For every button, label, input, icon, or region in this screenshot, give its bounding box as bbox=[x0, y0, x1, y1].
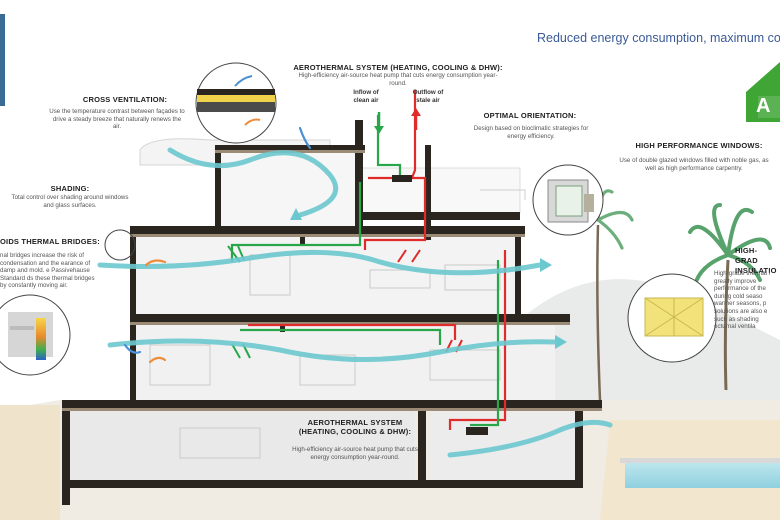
aerothermal-top-body: High-efficiency air-source heat pump tha… bbox=[298, 72, 498, 87]
airflow-streams bbox=[97, 147, 613, 458]
palm-tree-right bbox=[688, 203, 772, 391]
pool-edge bbox=[620, 458, 780, 463]
basement-interior bbox=[70, 408, 415, 480]
high-perf-windows-body: Use of double glazed windows filled with… bbox=[619, 157, 769, 172]
thermal-arrows bbox=[123, 126, 312, 364]
aerothermal-bottom-title: AEROTHERMAL SYSTEM (HEATING, COOLING & D… bbox=[298, 418, 412, 436]
high-grade-insulation-title: HIGH-GRAD INSULATIO bbox=[735, 246, 777, 275]
high-perf-windows-title: HIGH PERFORMANCE WINDOWS: bbox=[635, 141, 763, 150]
aerothermal-bottom-body: High-efficiency air-source heat pump tha… bbox=[292, 446, 418, 461]
tagline: Reduced energy consumption, maximum co bbox=[537, 31, 780, 45]
heat-pump-unit-top bbox=[392, 175, 412, 182]
insulation-detail-circle bbox=[627, 273, 717, 363]
wall-detail-circle bbox=[195, 62, 277, 144]
energy-badge-letter: A bbox=[756, 95, 771, 117]
shading-body: Total control over shading around window… bbox=[11, 194, 129, 209]
shading-detail-circle bbox=[104, 229, 136, 261]
energy-rating-badge bbox=[746, 62, 780, 122]
thermal-bridge-circle bbox=[0, 294, 71, 376]
upper-floor-interior bbox=[220, 148, 360, 228]
optimal-orientation-title: OPTIMAL ORIENTATION: bbox=[483, 111, 577, 120]
inflow-label: Inflow of clean air bbox=[353, 89, 379, 104]
window-detail-circle bbox=[532, 164, 604, 236]
thermal-bridges-body: nal bridges increase the risk of condens… bbox=[0, 252, 95, 290]
cross-ventilation-title: CROSS VENTILATION: bbox=[82, 95, 168, 104]
heat-pump-unit-basement bbox=[466, 427, 488, 435]
accent-bar bbox=[0, 14, 5, 106]
outflow-arrow bbox=[411, 108, 421, 130]
swimming-pool bbox=[625, 462, 780, 488]
cross-ventilation-body: Use the temperature contrast between faç… bbox=[49, 108, 185, 131]
ground-left bbox=[0, 405, 60, 520]
aerothermal-top-title: AEROTHERMAL SYSTEM (HEATING, COOLING & D… bbox=[293, 63, 503, 72]
outflow-label: Outflow of stale air bbox=[412, 89, 444, 104]
hvac-pipes bbox=[230, 90, 507, 430]
high-grade-insulation-body: High-grade thermal i greatly improve per… bbox=[714, 270, 771, 331]
airflow-arrowheads bbox=[290, 208, 567, 349]
thermal-bridges-title: OIDS THERMAL BRIDGES: bbox=[0, 237, 100, 246]
optimal-orientation-body: Design based on bioclimatic strategies f… bbox=[473, 125, 589, 140]
inflow-arrow bbox=[374, 112, 384, 134]
shading-title: SHADING: bbox=[50, 184, 90, 193]
